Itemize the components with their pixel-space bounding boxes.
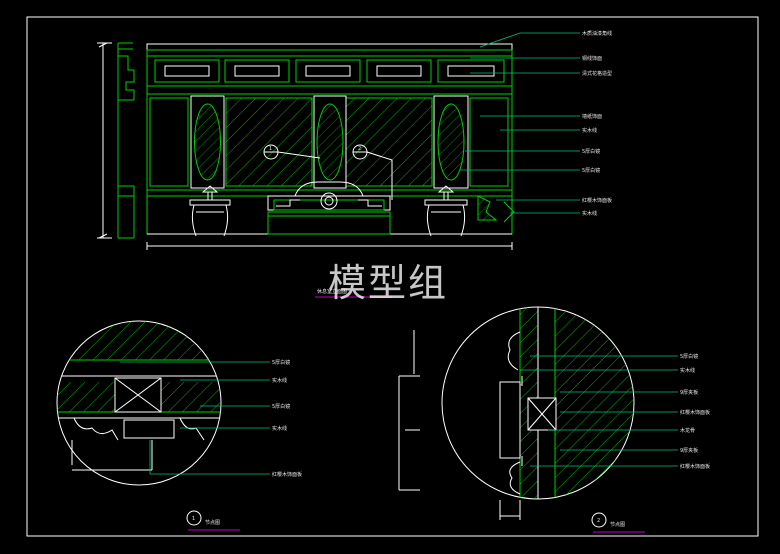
elevation-label: 墙纸饰面 bbox=[582, 113, 602, 120]
detail-2-label: 9厚夹板 bbox=[680, 389, 698, 396]
drawing-frame bbox=[26, 16, 759, 537]
detail-1-label: 5厚白镜 bbox=[272, 359, 290, 366]
elevation-view bbox=[97, 42, 515, 250]
detail-1-title: 节点图 bbox=[205, 520, 220, 526]
elevation-label: 木质油漆角线 bbox=[582, 30, 612, 37]
detail-2-label: 红樱木饰面板 bbox=[680, 463, 710, 470]
elevation-label: 5厚白镜 bbox=[582, 148, 600, 155]
detail-2-labels: 5厚白镜 实木线 9厚夹板 红樱木饰面板 木龙骨 9厚夹板 红樱木饰面板 bbox=[680, 353, 710, 470]
elevation-label: 实木线 bbox=[582, 210, 597, 217]
detail-2-view bbox=[398, 306, 635, 520]
elevation-label: 5厚白镜 bbox=[582, 167, 600, 174]
detail-2-title: 节点图 bbox=[610, 522, 625, 528]
detail-1-label: 实木线 bbox=[272, 377, 287, 384]
detail-1-labels: 5厚白镜 实木线 5厚白镜 实木线 红樱木饰面板 bbox=[272, 359, 302, 478]
elevation-label: 红樱木饰面板 bbox=[582, 197, 612, 204]
detail-2-label: 5厚白镜 bbox=[680, 353, 698, 360]
detail-1-number: 1 bbox=[192, 516, 195, 522]
elevation-leaders bbox=[460, 32, 580, 214]
elevation-label: 实木线 bbox=[582, 127, 597, 134]
detail-2-number: 2 bbox=[597, 518, 600, 524]
elevation-callout-2: 2 bbox=[358, 146, 361, 152]
detail-1-leaders bbox=[120, 361, 270, 475]
detail-2-label: 红樱木饰面板 bbox=[680, 409, 710, 416]
elevation-title: 休息室立面图 bbox=[317, 288, 347, 295]
detail-2-label: 木龙骨 bbox=[680, 427, 695, 434]
detail-1-label: 实木线 bbox=[272, 425, 287, 432]
detail-1-view bbox=[56, 320, 222, 486]
detail-1-label: 红樱木饰面板 bbox=[272, 471, 302, 478]
detail-2-label: 9厚夹板 bbox=[680, 447, 698, 454]
detail-1-label: 5厚白镜 bbox=[272, 403, 290, 410]
detail-1-number-bubble bbox=[186, 510, 202, 526]
elevation-labels: 木质油漆角线 铜线饰面 清式花格造型 墙纸饰面 实木线 5厚白镜 5厚白镜 红樱… bbox=[582, 30, 612, 217]
detail-2-number-bubble bbox=[591, 512, 607, 528]
elevation-callout-1: 1 bbox=[269, 146, 272, 152]
detail-2-leaders bbox=[520, 355, 678, 467]
detail-2-label: 实木线 bbox=[680, 367, 695, 374]
watermark-text: 模型组 bbox=[328, 261, 449, 305]
elevation-label: 铜线饰面 bbox=[582, 55, 602, 62]
elevation-label: 清式花格造型 bbox=[582, 70, 612, 77]
